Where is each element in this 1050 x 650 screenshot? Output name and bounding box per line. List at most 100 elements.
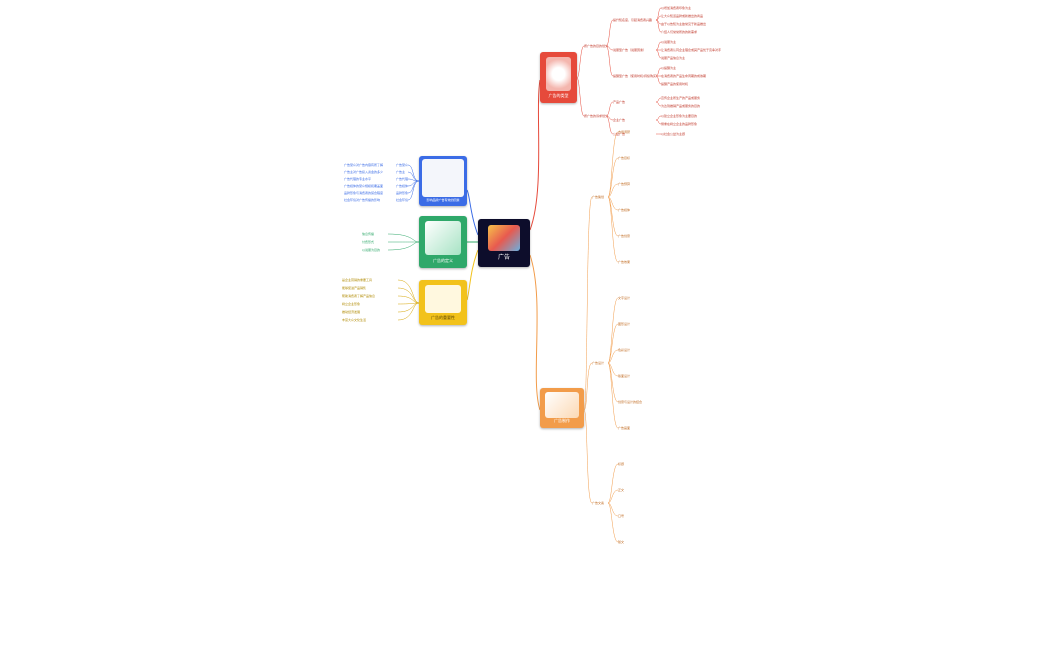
- definition-title: 广告的定义: [433, 258, 453, 263]
- definition-item[interactable]: 付费形式: [362, 240, 375, 244]
- factor-label[interactable]: 品牌形象: [396, 191, 409, 195]
- importance-item[interactable]: 帮助消费者了解产品信息: [342, 294, 376, 298]
- factor-text[interactable]: 广告受众对广告内容有所了解: [344, 163, 384, 167]
- branch-label[interactable]: 按广告的目的划分: [584, 44, 609, 48]
- hub-ad-definition[interactable]: 广告的定义: [419, 216, 467, 268]
- sub-branch-connector: [605, 45, 614, 77]
- influence-title: 影响品牌广告有效的因素: [426, 198, 460, 202]
- section-item-connector: [607, 349, 619, 364]
- leaf-text[interactable]: 为达到推销产品或服务的目的: [661, 104, 701, 108]
- branch-label[interactable]: 按广告的诉求划分: [584, 114, 609, 118]
- section-item[interactable]: 版面设计: [618, 374, 631, 378]
- section-label[interactable]: 广告设计: [592, 361, 605, 365]
- section-item-connector: [607, 297, 619, 364]
- section-item-connector: [607, 196, 619, 263]
- sub-branch-label[interactable]: 提醒型广告（使用时机/持续购买）: [613, 74, 660, 78]
- importance-title: 广告的重要性: [431, 315, 455, 320]
- importance-item[interactable]: 能够促进产品销售: [342, 286, 367, 290]
- leaf-text[interactable]: 由于以告知为主故常见于新品推出: [661, 22, 707, 26]
- factor-label[interactable]: 社会环境: [396, 198, 409, 202]
- factor-label[interactable]: 广告媒体: [396, 184, 409, 188]
- leaf-connector: [655, 119, 662, 125]
- section-item-connector: [607, 502, 619, 517]
- section-label[interactable]: 广告策划: [592, 195, 605, 199]
- section-item-connector: [607, 323, 619, 364]
- factor-label[interactable]: 广告受众: [396, 163, 409, 167]
- section-item[interactable]: 标题: [618, 462, 625, 466]
- section-item[interactable]: 广告画面: [618, 426, 631, 430]
- section-item[interactable]: 正文: [618, 488, 625, 492]
- definition-illustration: [425, 221, 461, 255]
- leaf-text[interactable]: 以提醒为主: [661, 66, 677, 70]
- section-item-connector: [607, 196, 619, 237]
- section-item[interactable]: 口号: [618, 514, 625, 518]
- importance-item[interactable]: 树立企业形象: [342, 302, 361, 306]
- section-item-connector: [607, 131, 619, 198]
- sub-branch-label[interactable]: 提升知名度，引起消费者兴趣: [613, 18, 653, 22]
- section-connector: [583, 409, 593, 504]
- root-title: 广告: [497, 254, 510, 261]
- sub-branch-connector: [605, 101, 614, 117]
- leaf-text[interactable]: 介绍人们常常所的的新需求: [661, 30, 698, 34]
- hub-influence-factors[interactable]: 影响品牌广告有效的因素: [419, 156, 467, 206]
- leaf-text[interactable]: 以建立企业形象为主要目的: [661, 114, 698, 118]
- definition-item[interactable]: 以说服为目的: [362, 248, 381, 252]
- leaf-text[interactable]: 以增加消费者印象为主: [661, 6, 692, 10]
- leaf-text[interactable]: 宣传企业所生产的产品或服务: [661, 96, 701, 100]
- factor-text[interactable]: 广告代理的专业水平: [344, 177, 372, 181]
- sub-branch-label[interactable]: 公益广告: [613, 132, 626, 136]
- leaf-text[interactable]: 说服产品信息为主: [661, 56, 686, 60]
- production-title: 广告制作: [554, 418, 570, 423]
- section-item-connector: [607, 502, 619, 543]
- root-node[interactable]: 广告: [478, 219, 530, 267]
- leaf-text[interactable]: 让大众知道品牌或新推出的商品: [661, 14, 704, 18]
- importance-item[interactable]: 是企业营销的重要工具: [342, 278, 373, 282]
- leaf-text[interactable]: 让消费者认同企业理念或其产品优于竞争对手: [661, 48, 722, 52]
- section-item[interactable]: 色彩设计: [618, 348, 631, 352]
- hub-ad-production[interactable]: 广告制作: [540, 388, 584, 428]
- importance-connector: [397, 302, 420, 321]
- factor-text[interactable]: 品牌形象与消费者的契合程度: [344, 191, 384, 195]
- ad-types-title: 广告的类型: [548, 93, 569, 98]
- section-item[interactable]: 广告效果: [618, 260, 631, 264]
- factor-label[interactable]: 广告代理: [396, 177, 409, 181]
- section-item[interactable]: 创意与设计的结合: [618, 400, 643, 404]
- section-item[interactable]: 随文: [618, 540, 625, 544]
- importance-item[interactable]: 丰富大众文化生活: [342, 318, 367, 322]
- sub-branch-connector: [605, 115, 614, 135]
- section-label[interactable]: 广告文案: [592, 501, 605, 505]
- section-item[interactable]: 文字设计: [618, 296, 631, 300]
- ad-types-illustration: [546, 57, 571, 91]
- leaf-text[interactable]: 以说服为主: [661, 40, 677, 44]
- sub-branch-connector: [605, 45, 614, 51]
- importance-illustration: [425, 285, 461, 313]
- factor-text[interactable]: 社会环境对广告传播的影响: [344, 198, 381, 202]
- factor-text[interactable]: 广告主对广告投入资金的多少: [344, 170, 384, 174]
- root-illustration: [488, 225, 520, 251]
- hub-ad-types[interactable]: 广告的类型: [540, 52, 577, 103]
- leaf-text[interactable]: 在消费者的产品生命周期的成熟期: [661, 74, 707, 78]
- definition-item[interactable]: 信息传播: [362, 232, 375, 236]
- section-item-connector: [607, 157, 619, 198]
- importance-item[interactable]: 推动经济发展: [342, 310, 361, 314]
- factor-connector: [407, 180, 420, 201]
- factor-label[interactable]: 广告主: [396, 170, 406, 174]
- definition-connector: [387, 241, 420, 251]
- sub-branch-label[interactable]: 说服型广告（说服因素）: [613, 48, 647, 52]
- section-item-connector: [607, 196, 619, 211]
- leaf-text[interactable]: 提醒产品的使用时机: [661, 82, 689, 86]
- hub-ad-importance[interactable]: 广告的重要性: [419, 280, 467, 325]
- sub-branch-label[interactable]: 产品广告: [613, 100, 626, 104]
- factor-text[interactable]: 广告媒体的受众规模和覆盖面: [344, 184, 384, 188]
- sub-branch-label[interactable]: 企业广告: [613, 118, 626, 122]
- section-item[interactable]: 市场调研: [618, 130, 631, 134]
- section-item[interactable]: 广告媒体: [618, 208, 631, 212]
- section-item[interactable]: 广告目标: [618, 156, 631, 160]
- factor-connector: [407, 164, 420, 182]
- leaf-text[interactable]: 侧重在树立企业的品牌形象: [661, 122, 698, 126]
- section-item[interactable]: 广告预算: [618, 182, 631, 186]
- section-item[interactable]: 图形设计: [618, 322, 631, 326]
- leaf-text[interactable]: 以社会公益为主题: [661, 132, 686, 136]
- section-item[interactable]: 广告创意: [618, 234, 631, 238]
